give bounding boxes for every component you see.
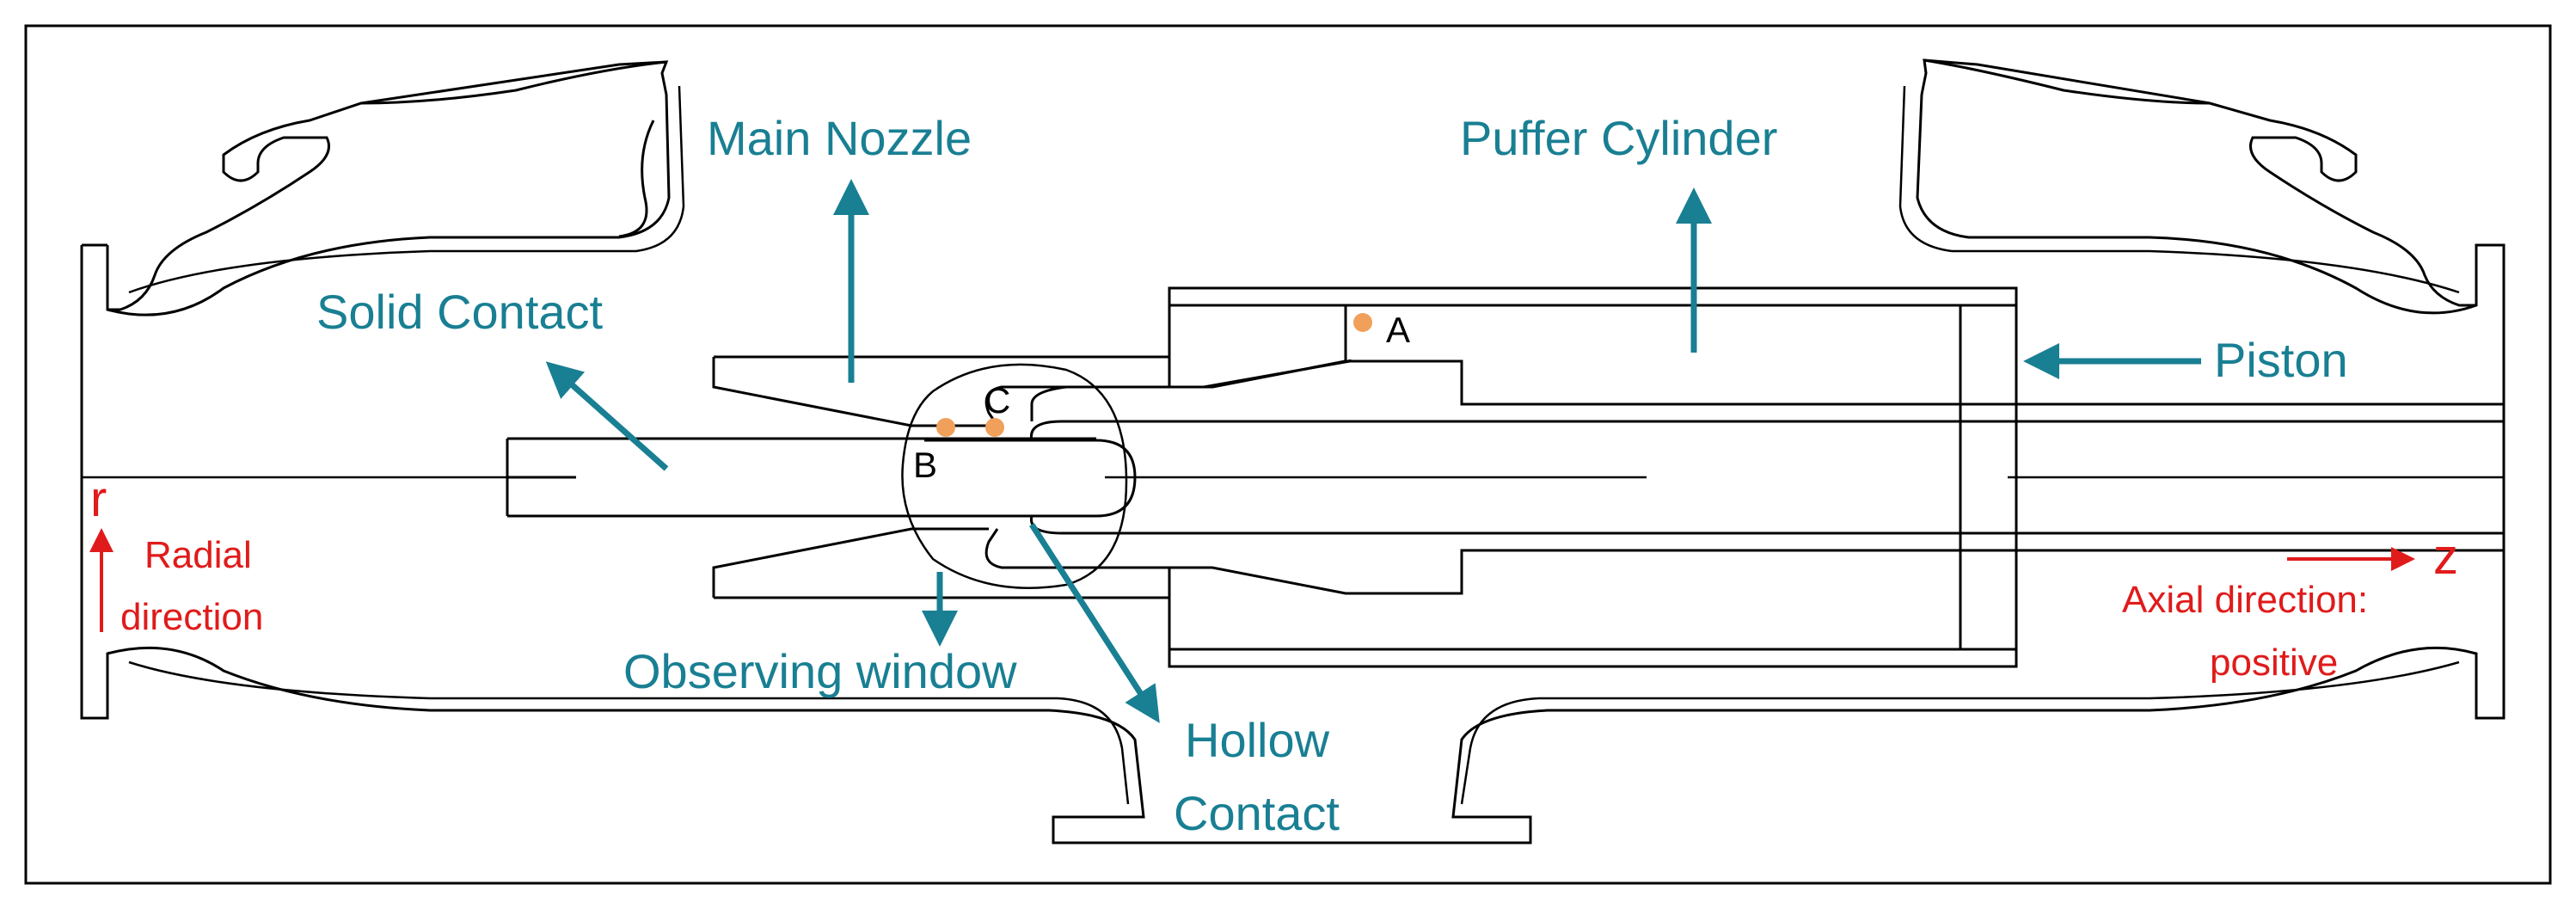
- solid-contact-label: Solid Contact: [316, 285, 604, 339]
- radial-direction-line2: direction: [120, 596, 263, 638]
- enclosure: [80, 58, 2505, 845]
- piston-label: Piston: [2214, 333, 2348, 387]
- z-symbol: z: [2433, 529, 2458, 585]
- radial-direction-line1: Radial: [144, 534, 252, 576]
- r-symbol: r: [90, 471, 107, 527]
- hollow-contact-arrow: [1029, 523, 1160, 723]
- axial-direction-line2: positive: [2210, 642, 2338, 684]
- hollow-contact-label-line2: Contact: [1174, 786, 1340, 840]
- main-nozzle-label: Main Nozzle: [707, 111, 972, 165]
- puffer-cylinder-label: Puffer Cylinder: [1460, 111, 1777, 165]
- piston: [1959, 304, 2504, 651]
- observing-window-circle: [901, 363, 1128, 589]
- point-b-marker: [936, 418, 955, 437]
- point-b-label: B: [913, 445, 937, 485]
- point-a-label: A: [1386, 310, 1410, 350]
- point-c-marker: [985, 418, 1004, 437]
- diagram-frame: [24, 24, 2552, 885]
- solid-contact: [506, 437, 1096, 518]
- observing-window-label: Observing window: [623, 644, 1017, 698]
- point-a-marker: [1353, 313, 1372, 332]
- hollow-contact-label-line1: Hollow: [1185, 713, 1330, 767]
- solid-contact-arrow: [545, 361, 669, 471]
- axial-direction-line1: Axial direction:: [2122, 579, 2368, 621]
- point-c-label: C: [984, 380, 1010, 421]
